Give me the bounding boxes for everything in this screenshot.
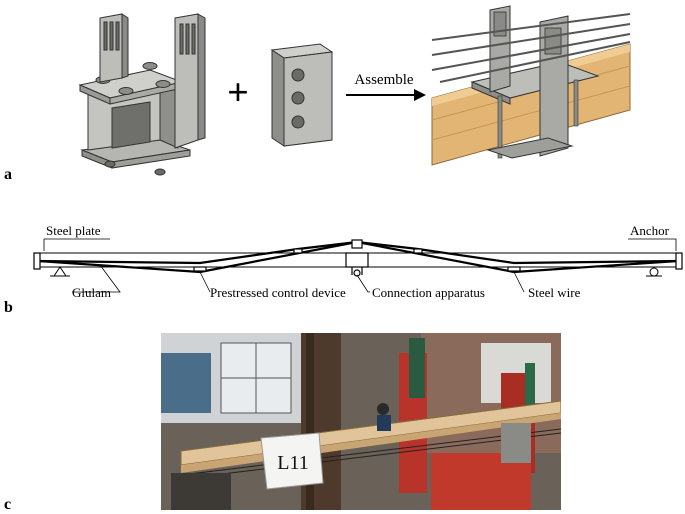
assembled-connection-on-glulam: [431, 5, 631, 166]
label-prestressed-control-device: Prestressed control device: [210, 285, 346, 300]
leader-lines: [43, 238, 677, 293]
panel-c-test-photo: L11: [161, 333, 561, 510]
steel-plate-left: [33, 252, 41, 270]
plus-sign: +: [227, 72, 249, 114]
label-steel-plate: Steel plate: [46, 223, 101, 238]
test-setup-photo-illustration: L11: [161, 333, 561, 510]
prestressed-control-devices: [193, 248, 521, 272]
label-anchor: Anchor: [630, 223, 670, 238]
anchor-right: [675, 252, 683, 270]
perforated-steel-block: [270, 43, 334, 147]
roller-support-right: [646, 267, 662, 277]
panel-letter-a: a: [4, 166, 12, 183]
connection-apparatus-symbol: [345, 239, 369, 277]
label-glulam: Glulam: [72, 285, 111, 300]
assemble-label: Assemble: [354, 72, 414, 88]
label-connection-apparatus: Connection apparatus: [372, 285, 485, 300]
label-steel-wire: Steel wire: [528, 285, 581, 300]
assembly-drawing: + Assemble: [78, 5, 631, 176]
specimen-tag-card: L11: [260, 432, 324, 490]
panel-letter-b: b: [4, 299, 13, 316]
beam-schematic: Steel plate Anchor Glulam Prestressed co…: [33, 223, 683, 300]
connection-bracket-drawing: [78, 13, 206, 176]
assemble-arrow: [346, 89, 426, 101]
pin-support-left: [50, 266, 70, 277]
panel-a-assembly-illustration: + Assemble: [0, 0, 685, 200]
specimen-tag-label: L11: [277, 452, 308, 474]
panel-letter-c: c: [4, 496, 12, 513]
panel-b-schematic-diagram: Steel plate Anchor Glulam Prestressed co…: [0, 215, 685, 325]
